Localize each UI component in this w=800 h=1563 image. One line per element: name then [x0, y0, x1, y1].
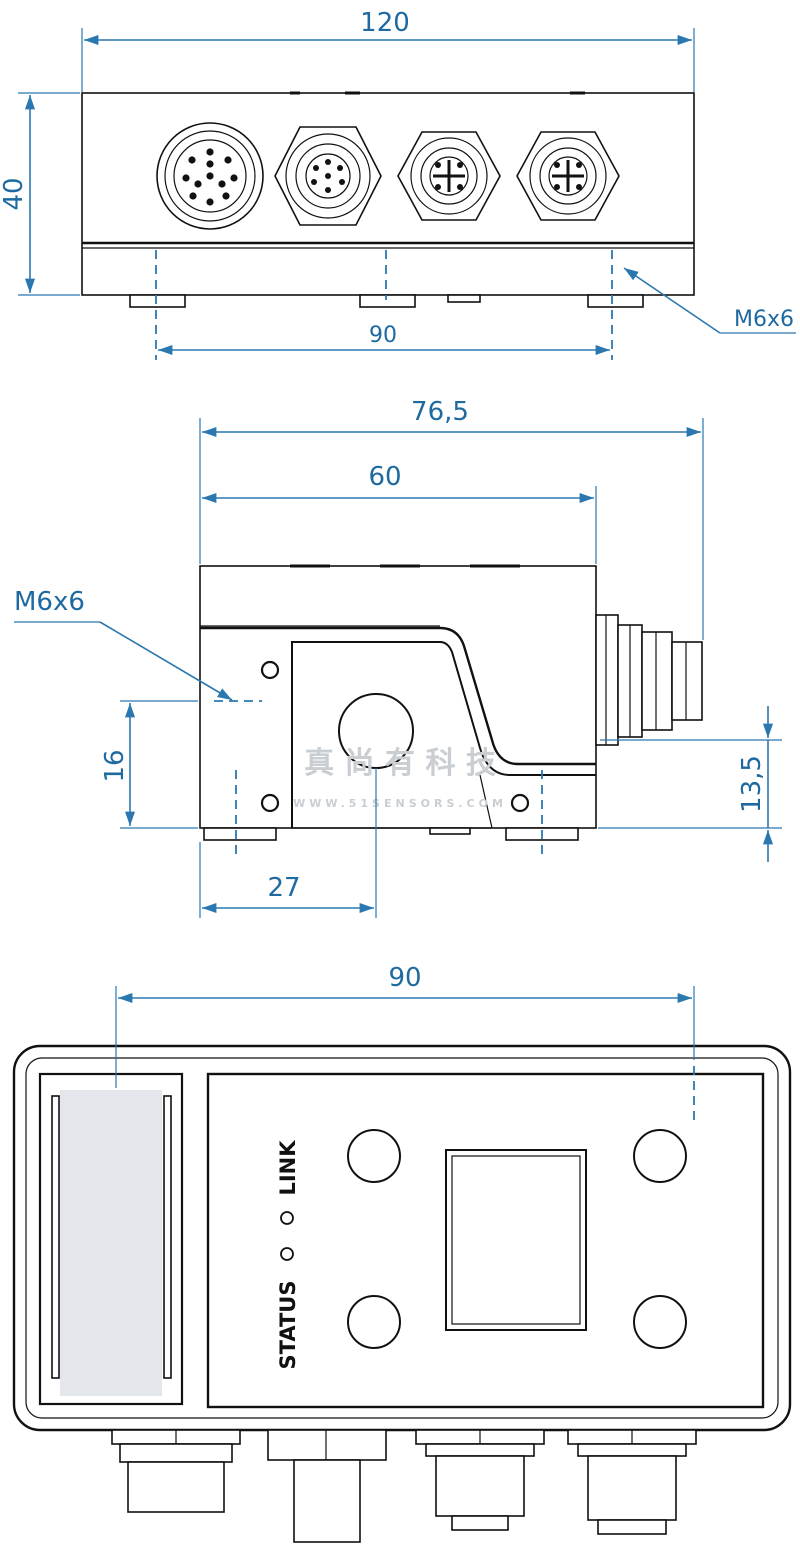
side-thread-label: M6x6: [14, 587, 85, 617]
side-connector-height-label: 13,5: [737, 755, 767, 813]
led-link-indicator: [280, 1211, 294, 1225]
bottom-connectors: [111, 1429, 697, 1543]
side-view: 真 尚 有 科 技 WWW.51SENSORS.COM 76,5 60 M6x6…: [14, 397, 782, 918]
top-hole-spacing-label: 90: [388, 963, 421, 993]
front-thread-label: M6x6: [734, 307, 794, 332]
side-connector: [595, 614, 703, 746]
connector-4pin-b: [516, 131, 620, 221]
side-housing-depth-label: 60: [368, 462, 401, 492]
watermark-url: WWW.51SENSORS.COM: [293, 797, 507, 810]
led-status-label: STATUS: [276, 1281, 300, 1370]
watermark-chinese: 真 尚 有 科 技: [304, 746, 496, 781]
connector-8pin: [274, 126, 382, 226]
connector-12pin: [156, 122, 264, 230]
front-view: 120 40 90 M6x6: [0, 8, 796, 360]
side-hole-offset-label: 27: [267, 873, 300, 903]
top-view: LINK STATUS 90: [12, 963, 792, 1543]
front-width-label: 120: [360, 8, 410, 38]
led-status-indicator: [280, 1247, 294, 1261]
connector-4pin-a: [397, 131, 501, 221]
side-overall-depth-label: 76,5: [411, 397, 469, 427]
front-height-label: 40: [0, 177, 29, 210]
front-hole-spacing-label: 90: [369, 323, 397, 348]
led-link-label: LINK: [276, 1140, 300, 1196]
side-hole-height-label: 16: [100, 749, 130, 782]
